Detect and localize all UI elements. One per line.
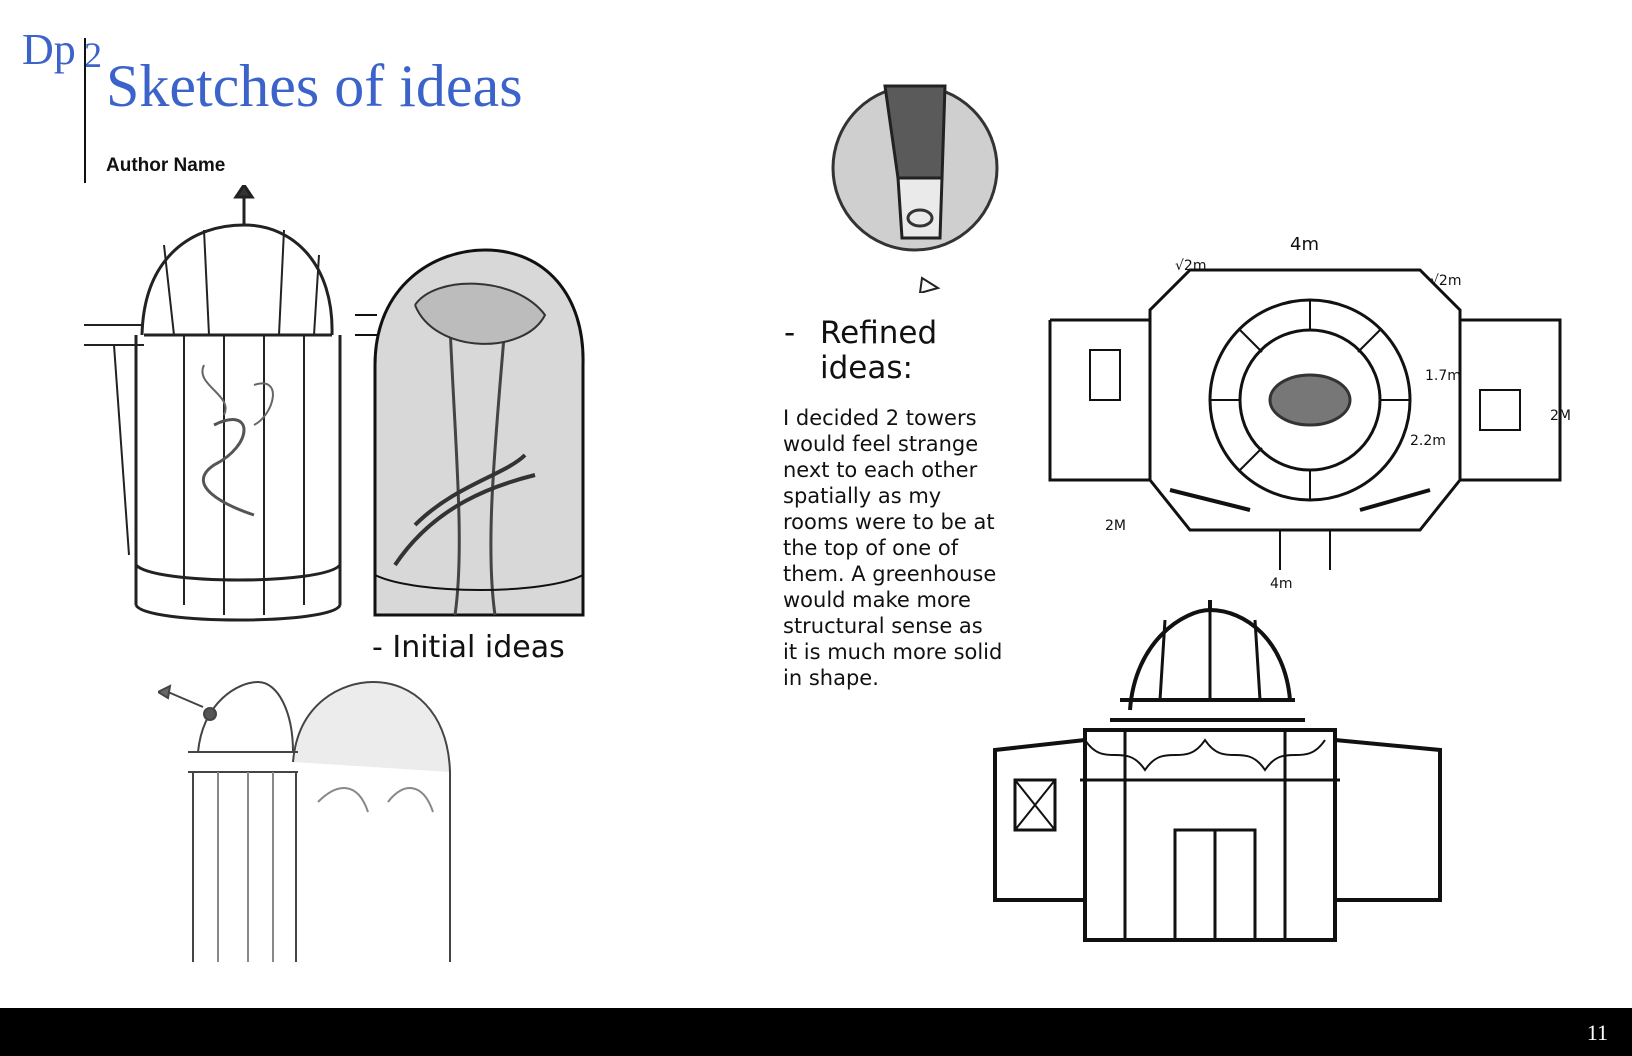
header-divider — [84, 38, 86, 183]
plan-label-topleft: √2m — [1175, 258, 1206, 274]
refined-ideas-line1: Refined — [820, 315, 938, 351]
design-rationale-text: I decided 2 towers would feel strange ne… — [783, 406, 1003, 690]
plan-label-topright: √2m — [1430, 273, 1461, 289]
sketch-round-top-view — [831, 84, 999, 293]
sketch-tree-dome — [355, 248, 585, 617]
sketch-domed-greenhouse — [993, 600, 1442, 942]
plan-label-bottom: 4m — [1270, 576, 1293, 592]
initial-ideas-caption: - Initial ideas — [372, 630, 565, 665]
page-title: Sketches of ideas — [106, 53, 523, 119]
plan-label-top: 4m — [1290, 234, 1319, 255]
plan-label-inner: 2.2m — [1410, 433, 1446, 449]
refined-ideas-line2: ideas: — [820, 350, 913, 386]
page-number: 11 — [1586, 1020, 1608, 1045]
plan-label-height: 1.7m — [1425, 368, 1461, 384]
footer-bar — [0, 1008, 1632, 1056]
section-code: Dp — [22, 25, 76, 74]
refined-ideas-dash: - — [784, 315, 796, 351]
sketch-floor-plan: 4m √2m √2m 2M 1.7m 2.2m 2M 4m — [1048, 234, 1571, 592]
sketch-cage-tower — [84, 185, 342, 622]
author-name: Author Name — [106, 155, 226, 176]
refined-ideas-caption: - Refined ideas: — [784, 316, 944, 386]
sketch-twin-towers — [158, 680, 451, 962]
plan-label-right: 2M — [1550, 408, 1571, 424]
plan-label-bottomleft: 2M — [1105, 518, 1126, 534]
section-number: 2 — [84, 35, 102, 75]
